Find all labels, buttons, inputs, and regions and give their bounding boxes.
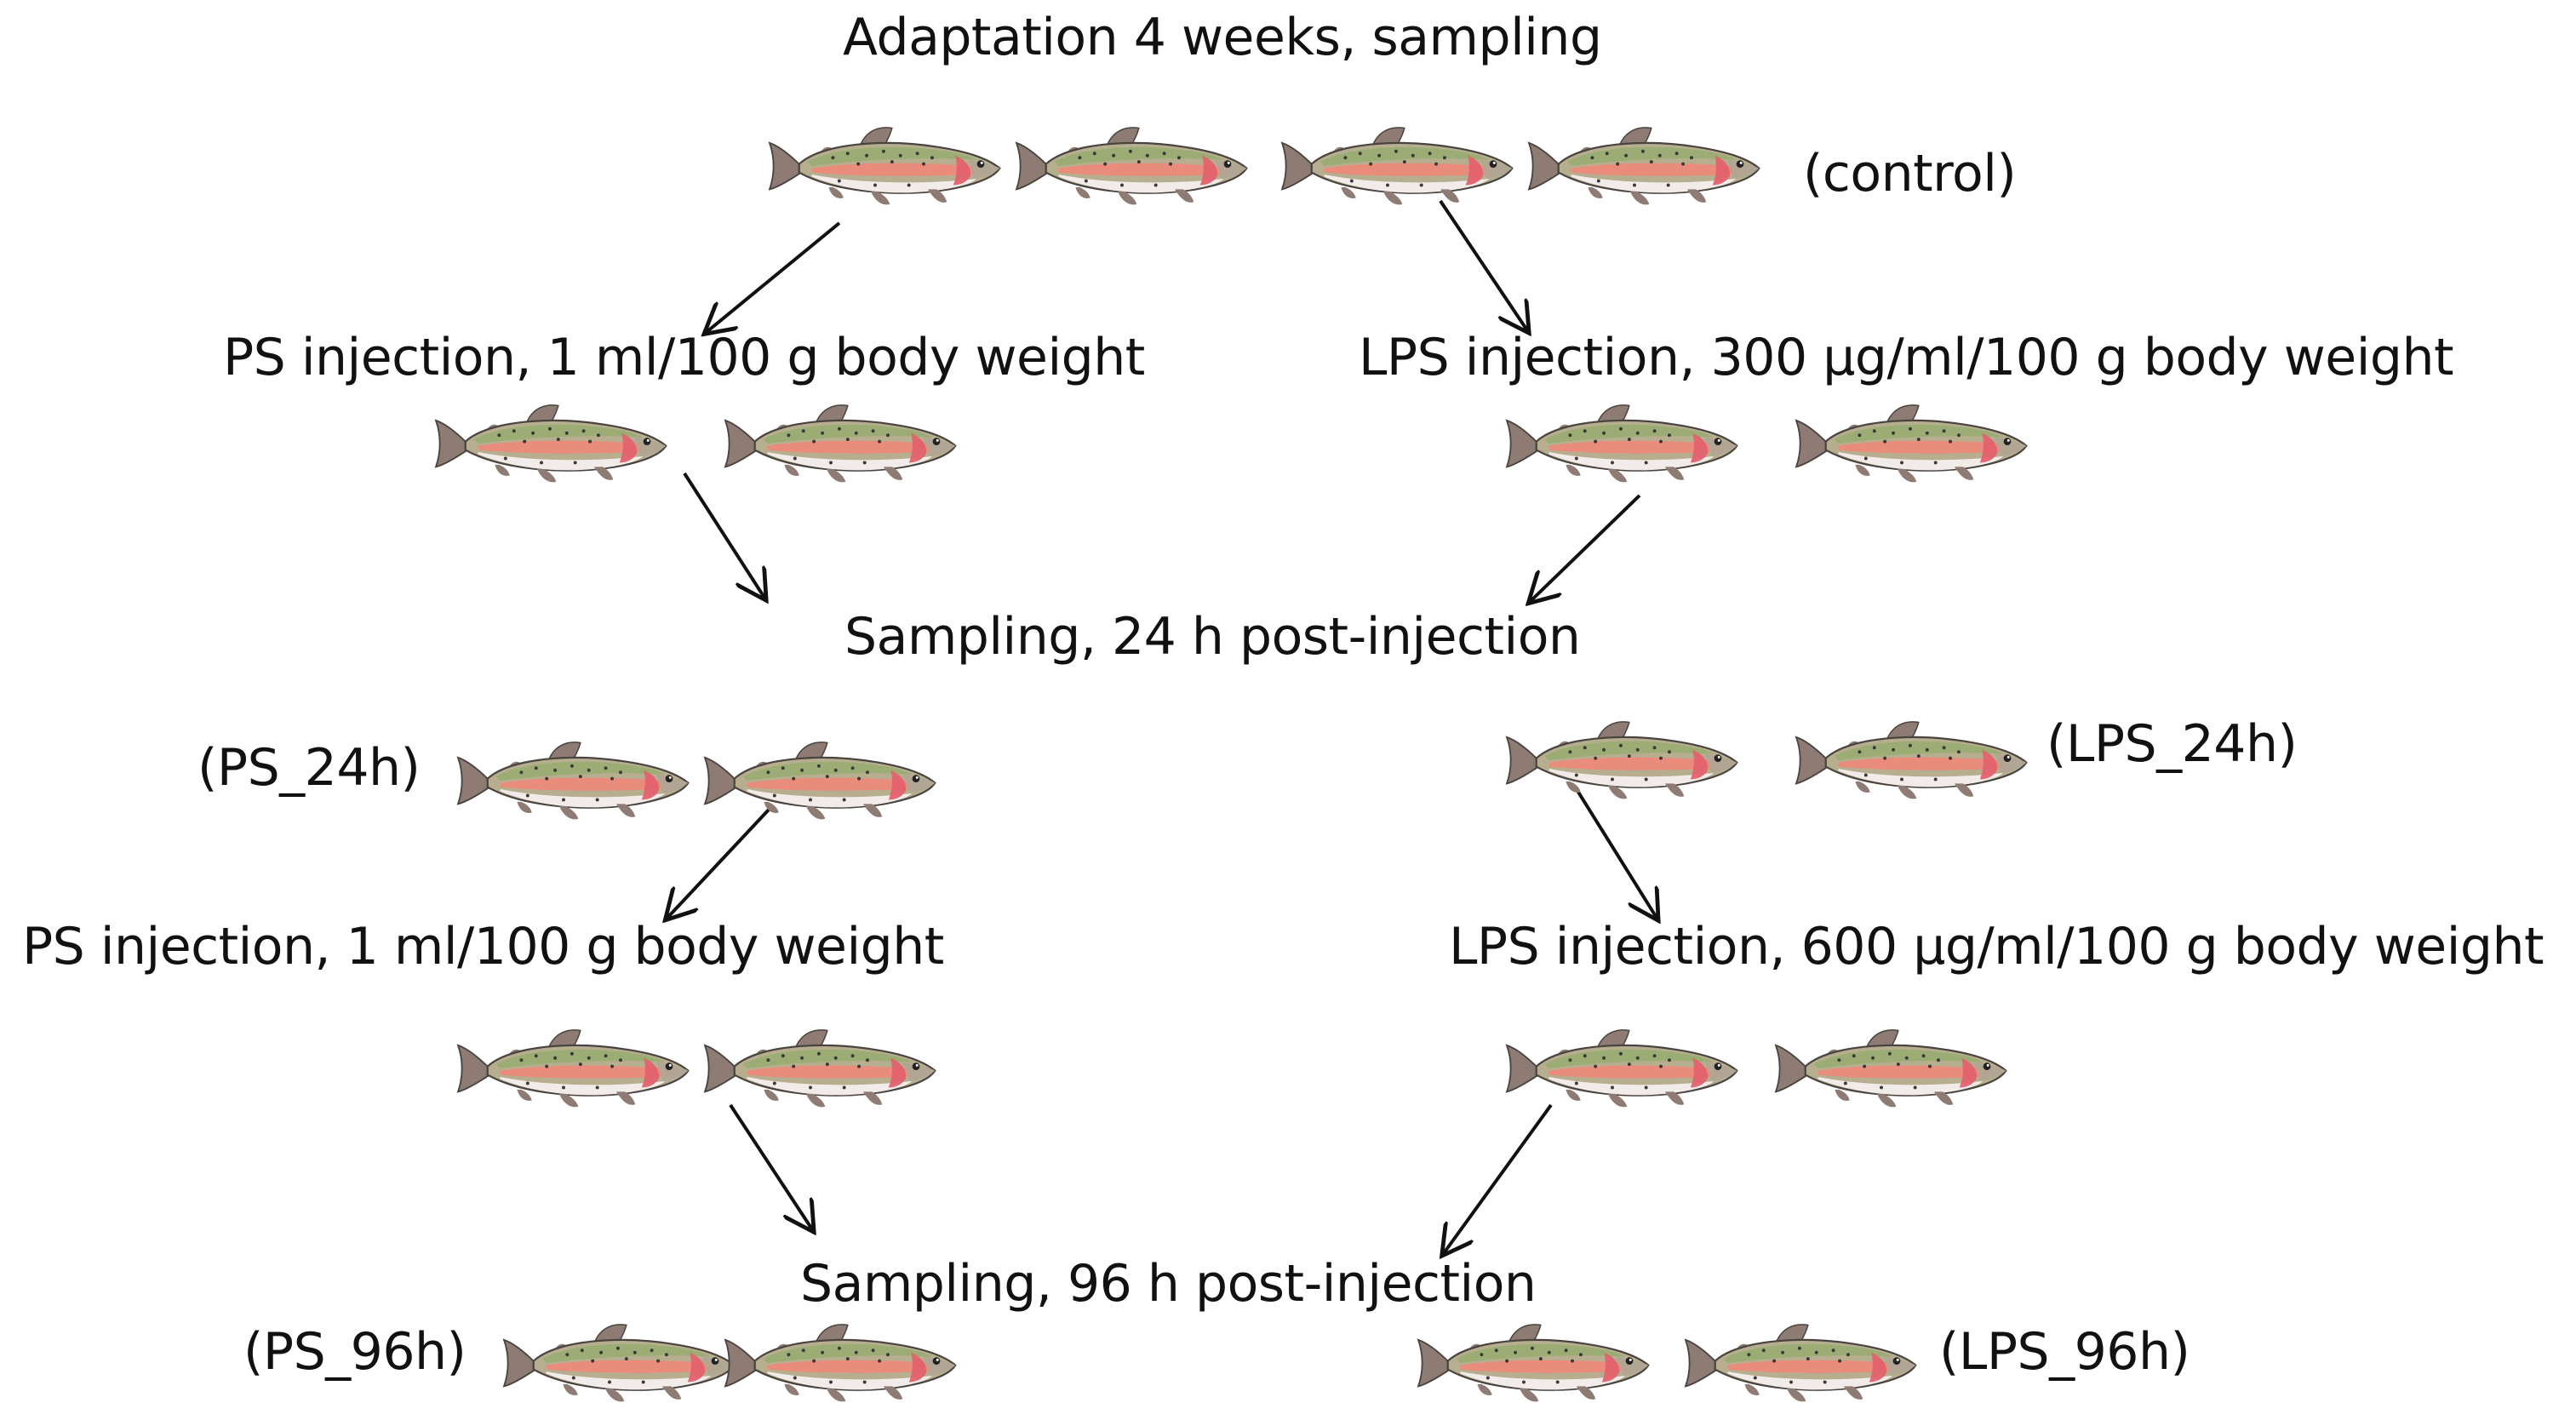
flow-arrow <box>1531 494 1641 601</box>
rainbow-trout-icon <box>1684 1324 1917 1402</box>
rainbow-trout-icon <box>1417 1324 1650 1402</box>
flow-arrow <box>683 472 764 598</box>
rainbow-trout-icon <box>1795 721 2028 799</box>
rainbow-trout-icon <box>1505 404 1738 483</box>
group-control-label: (control) <box>1803 144 2017 203</box>
flow-arrow <box>707 221 841 332</box>
rainbow-trout-icon <box>1015 127 1248 205</box>
rainbow-trout-icon <box>502 1324 736 1402</box>
group-ps-96h-label: (PS_96h) <box>243 1322 467 1382</box>
rainbow-trout-icon <box>456 741 690 820</box>
rainbow-trout-icon <box>1505 721 1738 799</box>
rainbow-trout-icon <box>724 404 957 483</box>
rainbow-trout-icon <box>768 127 1001 205</box>
group-ps-24h-label: (PS_24h) <box>197 738 421 798</box>
flow-arrow <box>1444 1103 1553 1253</box>
rainbow-trout-icon <box>724 1324 957 1402</box>
step-sampling-24h-label: Sampling, 24 h post-injection <box>844 607 1581 667</box>
step-ps-injection-1-label: PS injection, 1 ml/100 g body weight <box>223 328 1145 387</box>
rainbow-trout-icon <box>1505 1029 1738 1108</box>
step-lps-injection-1-label: LPS injection, 300 µg/ml/100 g body weig… <box>1359 328 2454 387</box>
rainbow-trout-icon <box>1774 1029 2007 1108</box>
flow-arrow <box>1573 785 1657 918</box>
rainbow-trout-icon <box>703 741 936 820</box>
fish-icons <box>434 127 2028 1402</box>
rainbow-trout-icon <box>1795 404 2028 483</box>
rainbow-trout-icon <box>1280 127 1514 205</box>
step-sampling-96h-label: Sampling, 96 h post-injection <box>800 1254 1537 1314</box>
group-lps-24h-label: (LPS_24h) <box>2046 714 2298 774</box>
group-lps-96h-label: (LPS_96h) <box>1939 1322 2190 1382</box>
rainbow-trout-icon <box>703 1029 936 1108</box>
flow-arrow <box>1439 199 1527 330</box>
rainbow-trout-icon <box>434 404 667 483</box>
step-adaptation-label: Adaptation 4 weeks, sampling <box>843 8 1602 67</box>
rainbow-trout-icon <box>456 1029 690 1108</box>
flow-arrows <box>667 199 1657 1253</box>
flow-arrow <box>729 1103 812 1229</box>
step-ps-injection-2-label: PS injection, 1 ml/100 g body weight <box>22 917 944 976</box>
flow-arrow <box>667 807 771 918</box>
step-lps-injection-2-label: LPS injection, 600 µg/ml/100 g body weig… <box>1449 917 2545 976</box>
rainbow-trout-icon <box>1527 127 1760 205</box>
